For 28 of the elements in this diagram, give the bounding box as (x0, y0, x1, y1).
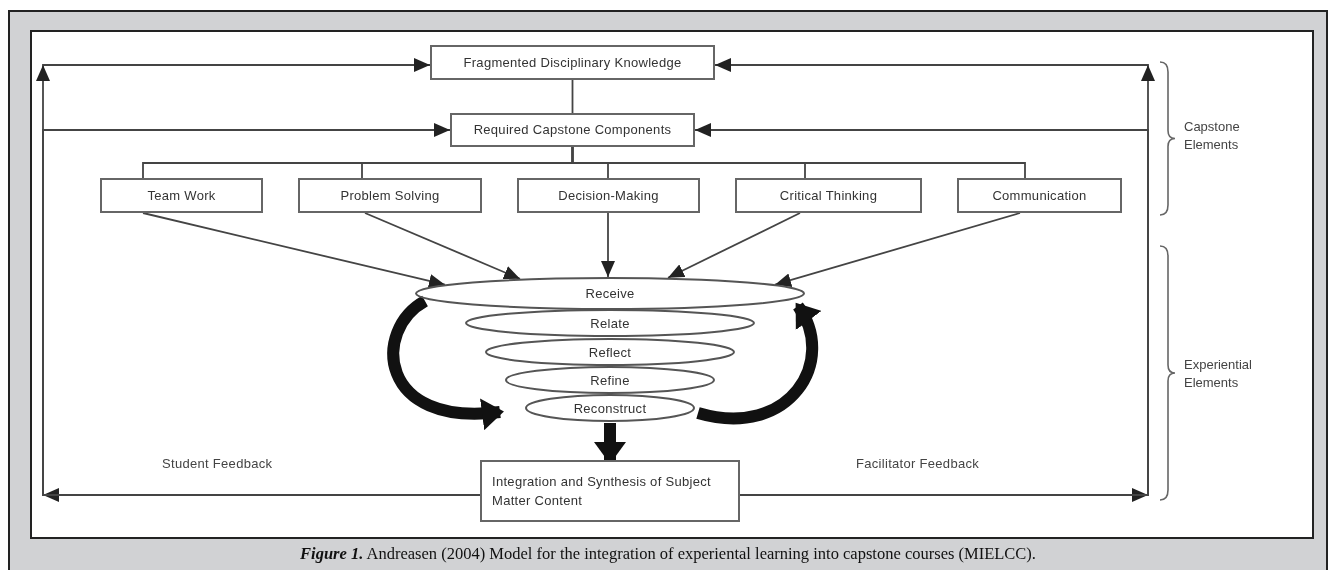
stage-ellipse: Receive (415, 277, 805, 310)
process-box: Communication (957, 178, 1122, 213)
arrow (601, 212, 615, 278)
connector-line (571, 79, 574, 114)
process-box: Required Capstone Components (450, 113, 695, 147)
process-box: Fragmented Disciplinary Knowledge (430, 45, 715, 80)
process-box: Integration and Synthesis of Subject Matter Content (480, 460, 740, 522)
bracket-label: Experiential Elements (1184, 356, 1253, 393)
edge-label: Facilitator Feedback (854, 456, 982, 471)
arrow (667, 212, 801, 279)
stage-ellipse: Reflect (485, 338, 735, 366)
process-box: Team Work (100, 178, 263, 213)
arrow (364, 212, 521, 280)
bracket-label: Capstone Elements (1184, 118, 1241, 155)
curved-arrow (387, 296, 504, 430)
connector-line (571, 146, 1026, 179)
process-box: Decision-Making (517, 178, 700, 213)
stage-ellipse: Reconstruct (525, 394, 695, 422)
process-box: Problem Solving (298, 178, 482, 213)
arrow (142, 212, 446, 288)
curved-arrow (696, 302, 821, 425)
edge-label: Student Feedback (160, 456, 275, 471)
stage-ellipse: Relate (465, 309, 755, 337)
caption: Figure 1. Andreasen (2004) Model for the integration of experiental learning into capstone courses (MIELCC). (299, 544, 1037, 564)
process-box: Critical Thinking (735, 178, 922, 213)
arrow (694, 123, 1149, 496)
arrow (774, 212, 1021, 287)
stage-ellipse: Refine (505, 366, 715, 394)
